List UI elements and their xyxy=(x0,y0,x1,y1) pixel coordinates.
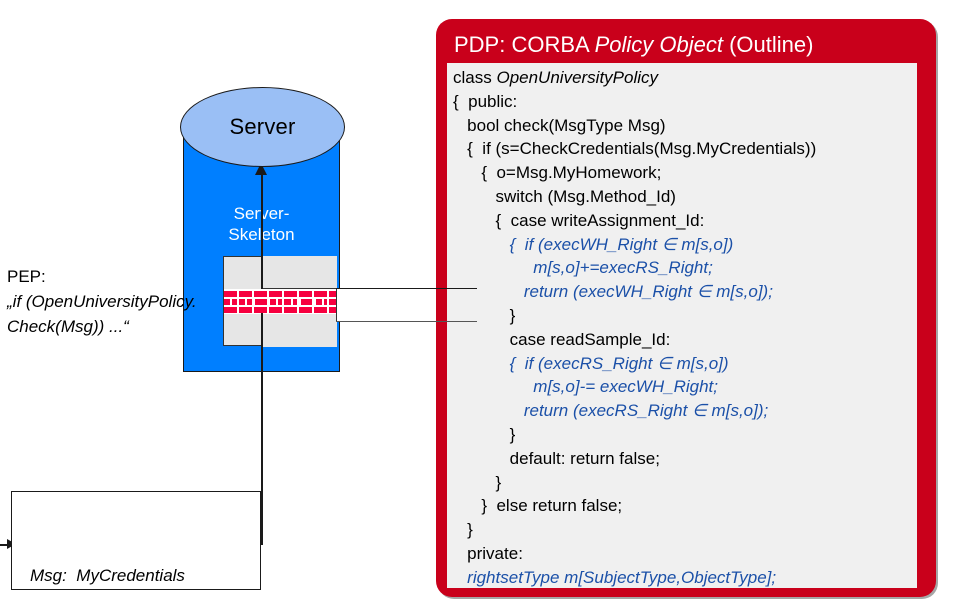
pep-quote-line2: Check(Msg)) ...“ xyxy=(7,317,129,336)
message-line-credentials: Msg: MyCredentials xyxy=(30,566,185,585)
code-line: return (execWH_Right ∈ m[s,o]); xyxy=(453,282,773,302)
code-line: { o=Msg.MyHomework; xyxy=(453,163,662,183)
code-line: } xyxy=(453,520,473,540)
message-box-content: Msg: MyCredentials writeAssignment_id My… xyxy=(30,503,220,606)
code-line: return (execRS_Right ∈ m[s,o]); xyxy=(453,401,769,421)
msg-inbound-arrow-shaft xyxy=(0,544,12,546)
server-label: Server xyxy=(229,114,296,139)
code-line: rightsetType m[SubjectType,ObjectType]; xyxy=(453,567,777,587)
firewall-notch-bottom xyxy=(261,313,337,347)
code-line: } xyxy=(453,305,516,325)
arrow-up-shaft xyxy=(261,169,263,289)
code-line: m[s,o]-= execWH_Right; xyxy=(453,377,718,397)
code-line: } xyxy=(453,472,502,492)
code-line: switch (Msg.Method_Id) xyxy=(453,186,676,206)
code-identifier: OpenUniversityPolicy xyxy=(496,68,659,87)
firewall-brick-mortar-row2 xyxy=(224,297,336,305)
code-line: { if (execWH_Right ∈ m[s,o]) xyxy=(453,234,734,254)
pdp-title-emphasis: Policy Object xyxy=(594,32,723,57)
server-cylinder-top: Server xyxy=(180,87,345,167)
firewall-brick-mortar-row1 xyxy=(224,289,336,297)
code-line: { case writeAssignment_Id: xyxy=(453,210,705,230)
code-line: { if (s=CheckCredentials(Msg.MyCredentia… xyxy=(453,139,817,159)
pdp-code-listing: class OpenUniversityPolicy{ public: bool… xyxy=(447,63,917,588)
pep-label: PEP: xyxy=(7,267,46,286)
code-line: } xyxy=(453,424,516,444)
code-line: class OpenUniversityPolicy xyxy=(453,66,917,90)
pep-annotation: PEP: „if (OpenUniversityPolicy. Check(Ms… xyxy=(7,264,242,339)
code-line: { if (execRS_Right ∈ m[s,o]) xyxy=(453,353,729,373)
code-line: { public: xyxy=(453,91,518,111)
code-line: default: return false; xyxy=(453,448,660,468)
connector-bottom-edge xyxy=(336,321,477,322)
code-keyword: class xyxy=(453,68,497,87)
code-line: bool check(MsgType Msg) xyxy=(453,115,666,135)
pdp-panel-title: PDP: CORBA Policy Object (Outline) xyxy=(454,31,813,59)
code-line: case readSample_Id: xyxy=(453,329,671,349)
pdp-title-suffix: (Outline) xyxy=(722,32,814,57)
pdp-policy-panel: PDP: CORBA Policy Object (Outline) class… xyxy=(436,19,936,597)
pdp-title-prefix: PDP: CORBA xyxy=(454,32,595,57)
connector-top-edge xyxy=(336,288,477,289)
code-line: m[s,o]+=execRS_Right; xyxy=(453,258,713,278)
firewall-notch-top xyxy=(261,256,337,289)
pep-quote-line1: „if (OpenUniversityPolicy. xyxy=(7,292,197,311)
msg-flow-line-vertical xyxy=(261,313,263,545)
message-box: Msg: MyCredentials writeAssignment_id My… xyxy=(11,491,261,590)
code-line: } else return false; xyxy=(453,496,623,516)
code-line: private: xyxy=(453,543,523,563)
